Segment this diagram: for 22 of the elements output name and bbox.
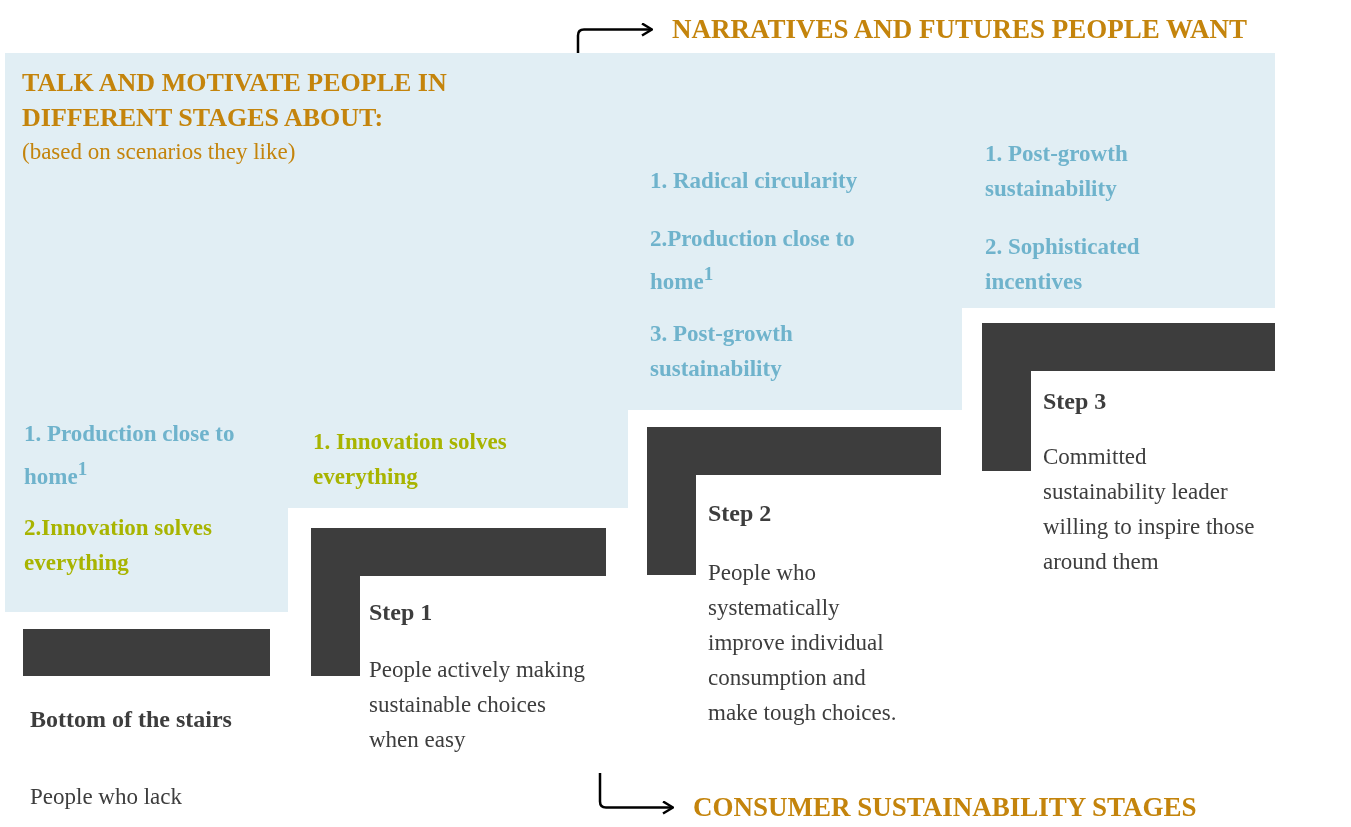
scenario-text: 1. Innovation solves everything — [313, 428, 508, 491]
step-title: Step 3 — [1043, 387, 1108, 416]
scenario-text: 1. Radical circularity — [650, 167, 859, 195]
scenario-text: 1. Post-growth sustainability — [985, 140, 1129, 203]
arrow — [598, 773, 675, 815]
step-description: People who lack — [30, 783, 183, 811]
step-description: Committed sustainability leader willing to inspire those around them — [1043, 443, 1256, 576]
scenario-text: 2.Innovation solves everything — [24, 514, 213, 577]
step-description: People actively making sustainable choices when easy — [369, 656, 586, 754]
step-title: Bottom of the stairs — [30, 705, 233, 734]
scenario-text: 2.Production close to home$^{1}$ — [650, 225, 856, 296]
step-title: Step 1 — [369, 598, 434, 627]
arrow — [576, 22, 654, 53]
scenario-text: 3. Post-growth sustainability — [650, 320, 794, 383]
scenario-text: 2. Sophisticated incentives — [985, 233, 1141, 296]
heading-text: NARRATIVES AND FUTURES PEOPLE WANT — [672, 14, 1248, 45]
scenario-text: 1. Production close to home$^{1}$ — [24, 420, 236, 491]
step-title: Step 2 — [708, 499, 773, 528]
step-description: People who systematically improve individual consumption and make tough choices. — [708, 559, 898, 727]
heading-text: TALK AND MOTIVATE PEOPLE IN DIFFERENT STAGES ABOUT: — [22, 67, 448, 134]
heading-text: CONSUMER SUSTAINABILITY STAGES — [693, 792, 1197, 823]
subtitle-text: (based on scenarios they like) — [22, 139, 296, 165]
